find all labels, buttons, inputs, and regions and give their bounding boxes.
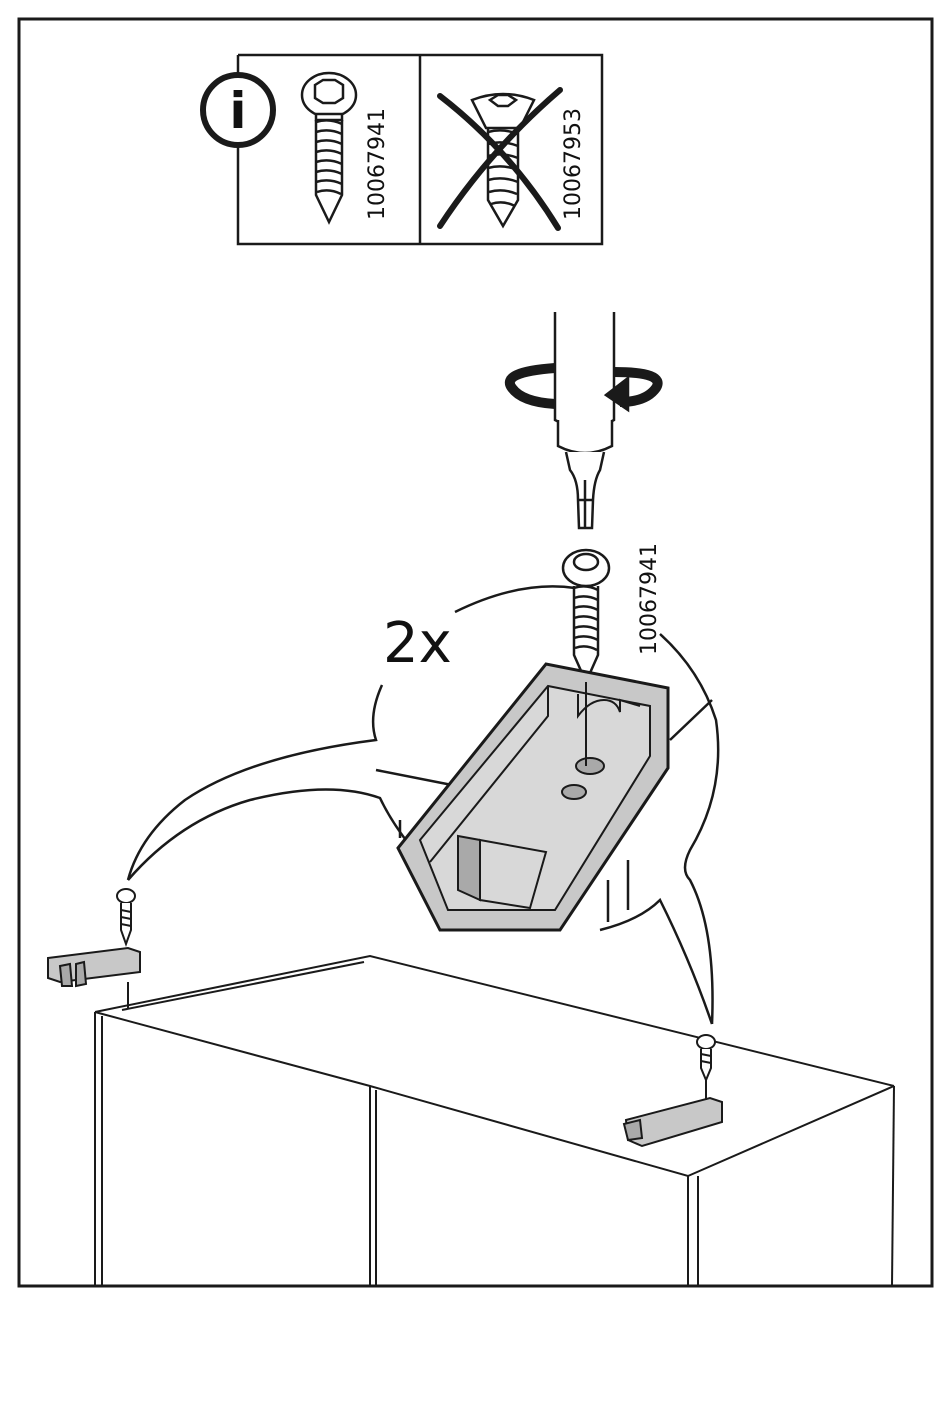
quantity-label: 2x [383,611,452,676]
step-screw-part-number: 10067941 [637,543,662,655]
allowed-screw-part-number: 10067941 [365,108,390,220]
info-icon: i [203,75,273,145]
info-symbol: i [229,82,246,140]
forbidden-screw-part-number: 10067953 [561,108,586,220]
page-frame [19,19,932,1286]
